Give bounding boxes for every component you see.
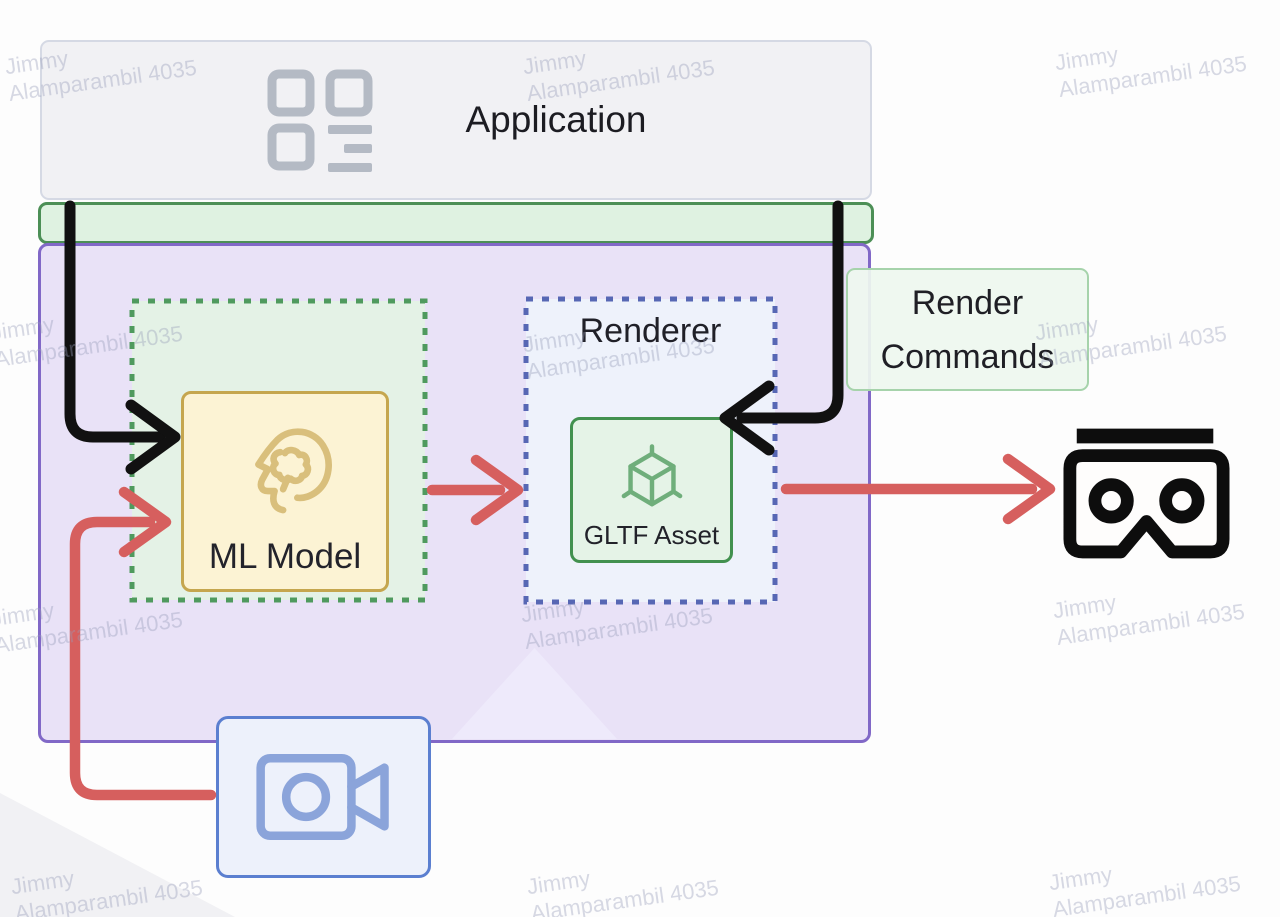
ml-model-node: ML Model xyxy=(181,391,389,592)
application-label: Application xyxy=(465,99,647,140)
renderer-label: Renderer xyxy=(579,312,722,350)
render-commands-node: Render Commands xyxy=(846,268,1089,391)
video-camera-icon xyxy=(255,753,389,841)
application-node: Application xyxy=(40,40,872,200)
gltf-asset-node: GLTF Asset xyxy=(570,417,733,563)
camera-node xyxy=(216,716,431,878)
vr-headset-icon xyxy=(1063,428,1230,559)
app-grid-icon xyxy=(267,69,373,172)
green-bus-strip xyxy=(38,202,874,244)
brain-head-icon xyxy=(255,428,332,514)
ml-model-label: ML Model xyxy=(208,537,362,576)
gltf-asset-label: GLTF Asset xyxy=(583,520,720,550)
cube-3d-icon xyxy=(621,444,682,507)
render-commands-label: Render Commands xyxy=(880,283,1055,376)
background-wedge xyxy=(0,793,235,917)
